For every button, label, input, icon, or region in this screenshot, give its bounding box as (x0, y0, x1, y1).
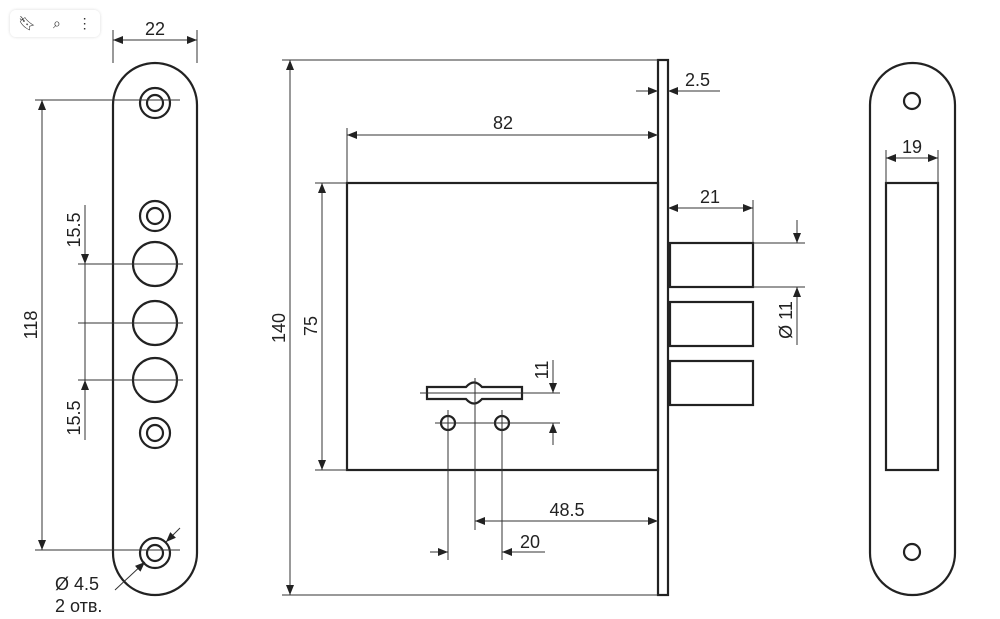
dim-faceplate-thickness: 2.5 (685, 70, 710, 90)
strike-plate-view: 19 (868, 61, 957, 597)
faceplate-view: 22 118 15.5 15.5 Ø 4.5 2 отв. (21, 19, 199, 616)
dim-faceplate-width: 22 (145, 19, 165, 39)
dim-hole-diameter: Ø 4.5 (55, 574, 99, 594)
image-action-bar: 🔖︎ ⌕ ⋮ (10, 10, 100, 37)
dim-backset: 48.5 (549, 500, 584, 520)
dim-bolt-diameter: Ø 11 (776, 301, 796, 339)
dim-hole-span: 118 (21, 311, 41, 340)
dim-total-height: 140 (269, 313, 289, 343)
dim-spacing-top: 15.5 (64, 212, 84, 247)
more-icon[interactable]: ⋮ (77, 15, 92, 31)
dim-spacing-bottom: 15.5 (64, 400, 84, 435)
dim-body-width: 82 (493, 113, 513, 133)
dim-bolt-projection: 21 (700, 187, 720, 207)
bookmark-icon[interactable]: 🔖︎ (18, 15, 37, 31)
dim-hole-spacing: 20 (520, 532, 540, 552)
dim-strike-opening: 19 (902, 137, 922, 157)
dim-hole-count: 2 отв. (55, 596, 102, 616)
dim-key-offset: 11 (532, 361, 552, 380)
lock-body-view: 140 75 82 2.5 21 Ø 11 11 48.5 20 (269, 58, 805, 597)
dim-body-height: 75 (301, 316, 321, 336)
lens-icon[interactable]: ⌕ (52, 15, 61, 31)
